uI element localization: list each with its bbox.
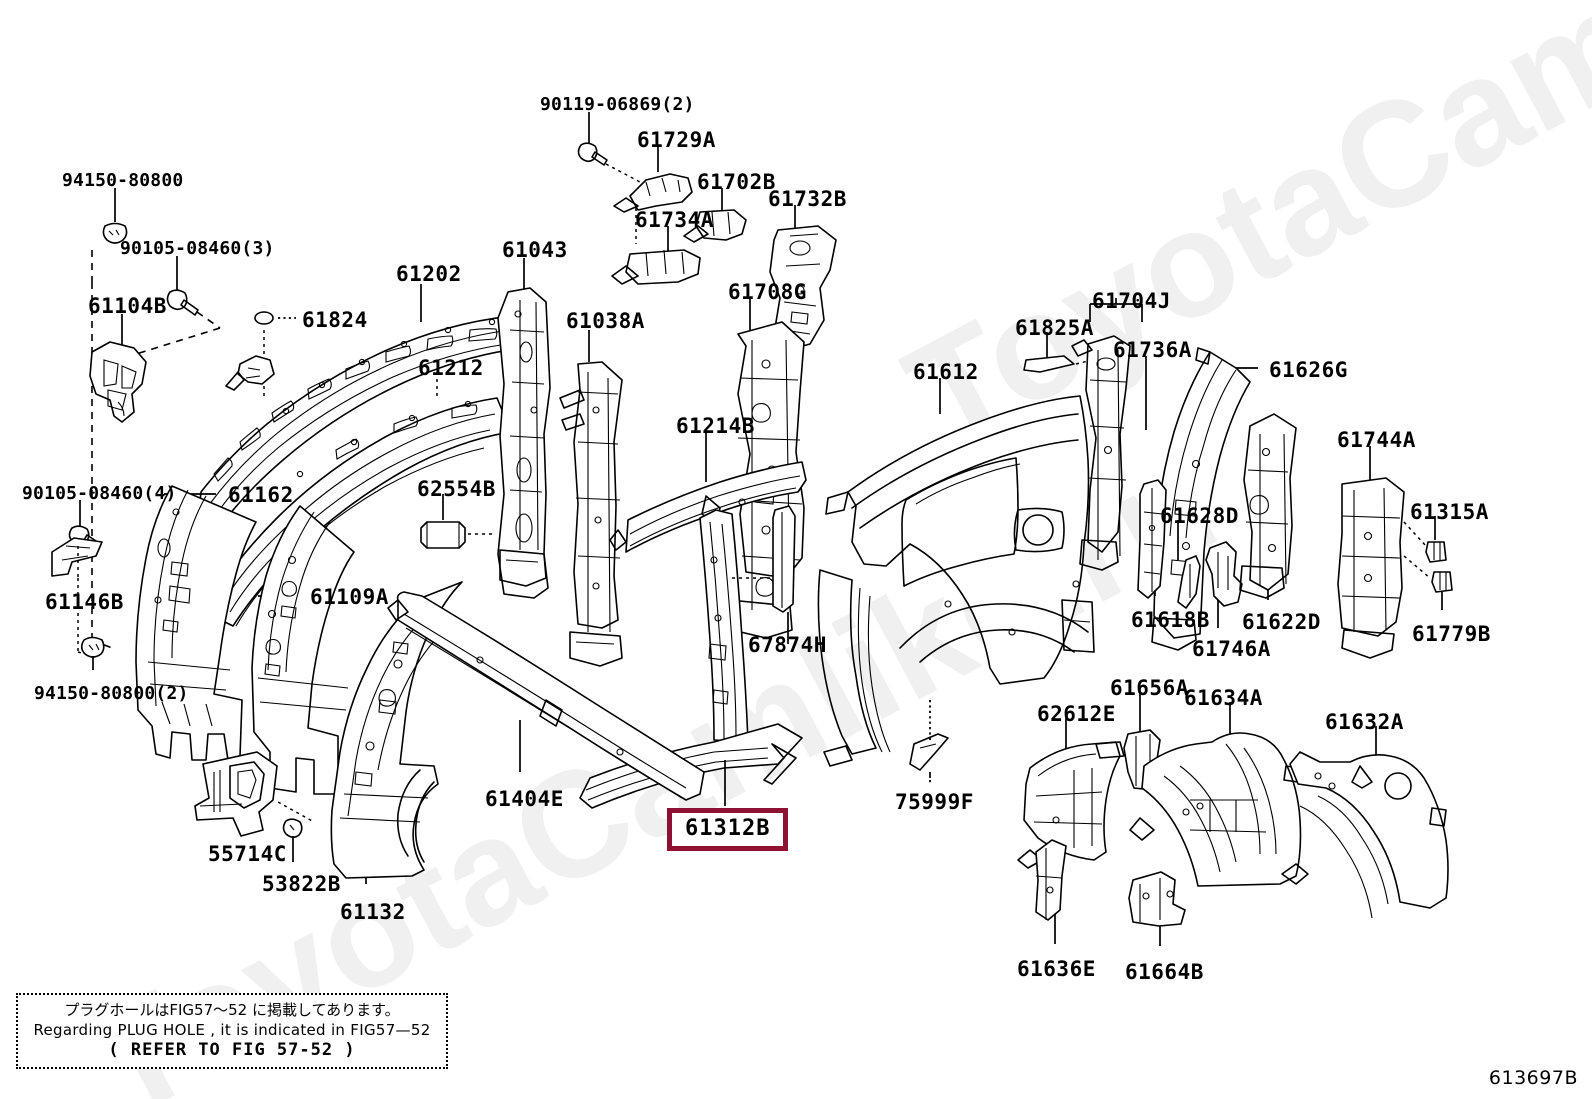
part-label-90105-08460-4: 90105-08460(4) <box>22 483 177 504</box>
part-label-67874H: 67874H <box>748 633 827 657</box>
part-label-61043: 61043 <box>502 238 568 262</box>
part-61744A-reinforcement <box>1338 446 1404 658</box>
part-label-61132: 61132 <box>340 900 406 924</box>
part-label-61404E: 61404E <box>485 787 564 811</box>
part-label-55714C: 55714C <box>208 842 287 866</box>
part-61104B-bracket <box>90 314 146 422</box>
part-label-61708G: 61708G <box>728 280 807 304</box>
part-label-61734A: 61734A <box>635 208 714 232</box>
part-label-90119-06869-2: 90119-06869(2) <box>540 94 695 115</box>
part-55714C-bracket <box>195 752 277 836</box>
part-label-61146B: 61146B <box>45 590 124 614</box>
part-label-53822B: 53822B <box>262 872 341 896</box>
part-61734A-bracket <box>612 226 700 284</box>
part-label-94150-80800-2: 94150-80800(2) <box>34 683 189 704</box>
part-label-61732B: 61732B <box>768 187 847 211</box>
part-61729A-bracket <box>614 146 692 212</box>
part-label-61664B: 61664B <box>1125 960 1204 984</box>
part-61038A-center-pillar-inner <box>560 330 622 666</box>
part-label-61104B: 61104B <box>88 294 167 318</box>
part-label-61618B: 61618B <box>1131 608 1210 632</box>
dash-61779B <box>1404 556 1430 578</box>
part-61315A-clip <box>1426 516 1446 562</box>
part-61109A-pillar-inner <box>252 506 354 794</box>
part-61132-pillar-lower <box>331 582 462 884</box>
part-61162-front-pillar <box>136 486 256 760</box>
part-label-61202: 61202 <box>396 262 462 286</box>
part-label-94150-80800: 94150-80800 <box>62 170 184 191</box>
part-label-61779B: 61779B <box>1412 622 1491 646</box>
figure-code: 613697B <box>1488 1067 1578 1089</box>
part-61779B-clip <box>1432 572 1452 610</box>
part-label-75999F: 75999F <box>895 790 974 814</box>
part-61632A-quarter-inner <box>1282 726 1448 918</box>
part-62554B-pad <box>421 494 465 548</box>
dash-55714C <box>278 802 314 822</box>
note-line-japanese: プラグホールはFIG57～52 に掲載してあります。 <box>64 1001 400 1019</box>
part-61404E-rocker-inner <box>388 592 704 800</box>
part-61824-clip <box>255 312 296 396</box>
part-61702B-bracket <box>684 188 746 242</box>
part-61736A-stiffener <box>1072 336 1146 570</box>
dash-bolt3 <box>197 312 220 328</box>
part-label-61636E: 61636E <box>1017 957 1096 981</box>
note-line-english: Regarding PLUG HOLE , it is indicated in… <box>33 1020 431 1039</box>
part-label-61038A: 61038A <box>566 309 645 333</box>
part-61825A-pad <box>1024 332 1074 372</box>
part-61732B-pillar-piece <box>770 205 836 350</box>
part-label-61626G: 61626G <box>1269 358 1348 382</box>
part-label-61162: 61162 <box>228 483 294 507</box>
part-90105-08460-3-bolt <box>168 256 199 315</box>
part-90119-06869-bolt <box>579 112 608 165</box>
part-61043-center-pillar-reinf <box>498 258 550 598</box>
part-label-61744A: 61744A <box>1337 428 1416 452</box>
part-67874H-retainer <box>773 506 795 644</box>
part-label-61702B: 61702B <box>697 170 776 194</box>
part-61618B-reinforcement <box>1138 480 1166 598</box>
note-line-reference: ( REFER TO FIG 57-52 ) <box>108 1040 356 1060</box>
part-label-61825A: 61825A <box>1015 316 1094 340</box>
part-label-61109A: 61109A <box>310 585 389 609</box>
dash-bolt3b <box>133 328 220 355</box>
part-label-61656A: 61656A <box>1110 676 1189 700</box>
part-label-62612E: 62612E <box>1037 702 1116 726</box>
part-label-61634A: 61634A <box>1184 686 1263 710</box>
dash-61315A <box>1404 522 1426 546</box>
part-61636E-bracket <box>1036 840 1066 944</box>
part-61634A-wheelhouse-inner <box>1130 702 1301 886</box>
dash-61146B-c <box>78 652 86 654</box>
part-61622D-pillar-inner <box>1240 414 1296 600</box>
part-label-61622D: 61622D <box>1242 610 1321 634</box>
part-61214B-belt-reinf <box>610 432 806 552</box>
part-label-61736A: 61736A <box>1113 338 1192 362</box>
part-label-90105-08460-3: 90105-08460(3) <box>120 238 275 259</box>
part-61146B-bracket <box>52 538 102 576</box>
part-label-61632A: 61632A <box>1325 710 1404 734</box>
dash-90119 <box>606 164 640 182</box>
part-61612-quarter-panel <box>818 378 1094 766</box>
part-label-61612: 61612 <box>913 360 979 384</box>
part-label-61729A: 61729A <box>637 128 716 152</box>
part-label-61628D: 61628D <box>1160 504 1239 528</box>
highlighted-part-number-61312B[interactable]: 61312B <box>667 808 789 851</box>
part-label-61315A: 61315A <box>1410 500 1489 524</box>
part-label-62554B: 62554B <box>417 477 496 501</box>
part-label-61746A: 61746A <box>1192 637 1271 661</box>
part-label-61212: 61212 <box>418 356 484 380</box>
part-61704J-bracket-group <box>1090 298 1142 322</box>
part-94150-80800-nut <box>103 188 126 243</box>
part-61628D-bracket <box>1178 520 1200 608</box>
part-label-61214B: 61214B <box>676 414 755 438</box>
part-61746A-bracket <box>1206 542 1242 628</box>
part-62612E-wheelhouse <box>1018 718 1124 868</box>
part-53822B-clip <box>284 819 302 862</box>
part-61664B-bracket <box>1129 872 1185 946</box>
part-label-61824: 61824 <box>302 308 368 332</box>
plug-hole-note-box: プラグホールはFIG57～52 に掲載してあります。 Regarding PLU… <box>16 993 448 1069</box>
part-label-61704J: 61704J <box>1092 289 1171 313</box>
part-75999F-molding <box>910 700 948 784</box>
part-94150-80800-2-nut <box>82 638 104 671</box>
part-61626G-roof-rail-rear <box>1152 348 1258 650</box>
